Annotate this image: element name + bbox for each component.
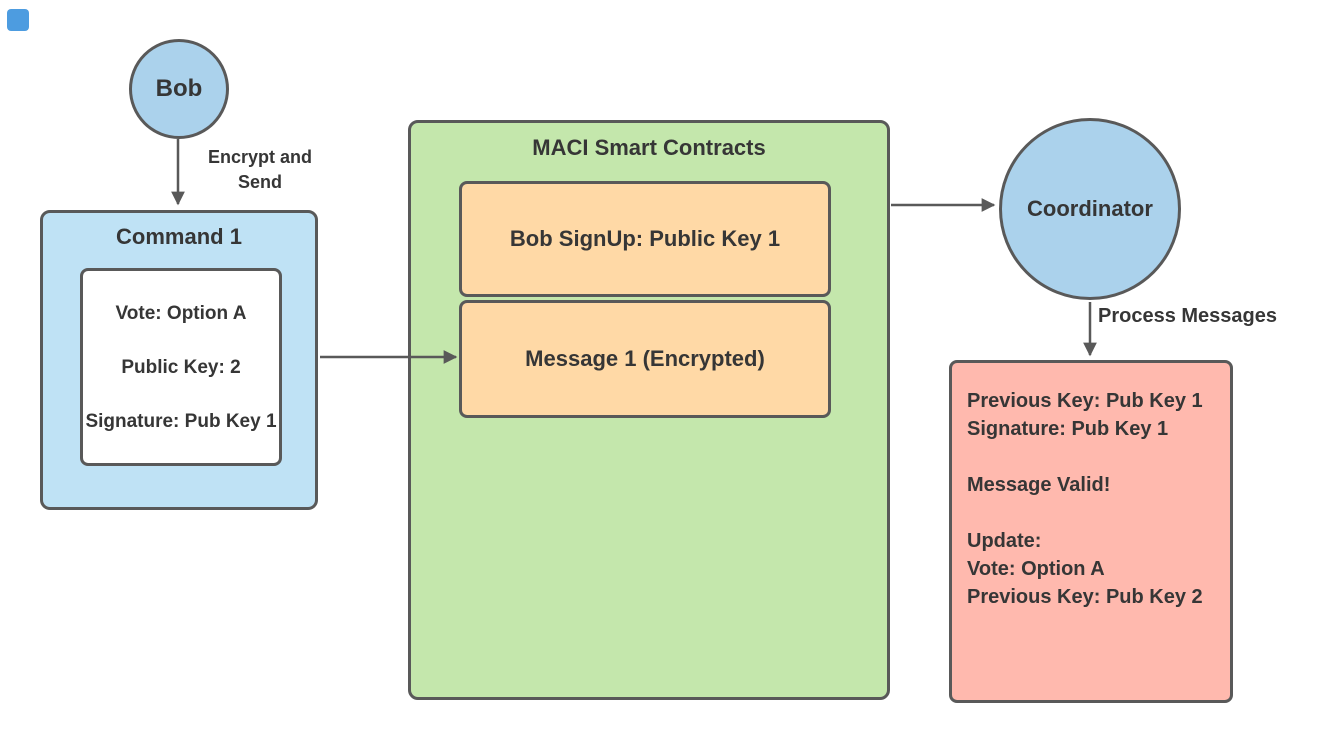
corner-marker-square bbox=[7, 9, 29, 31]
maci-title: MACI Smart Contracts bbox=[532, 135, 766, 160]
signup-entry-text: Bob SignUp: Public Key 1 bbox=[509, 226, 781, 251]
bob-label: Bob bbox=[155, 75, 203, 102]
edge-label-process-messages: Process Messages bbox=[1098, 305, 1278, 327]
maci-message-entry: Message 1 (Encrypted) bbox=[459, 300, 831, 418]
command-payload-text: Vote: Option A Public Key: 2 Signature: … bbox=[85, 302, 277, 432]
coordinator-label: Coordinator bbox=[1027, 196, 1153, 221]
processing-result-text: Previous Key: Pub Key 1 Signature: Pub K… bbox=[967, 390, 1203, 608]
edge-label-encrypt-and-send: Encrypt and Send bbox=[207, 147, 313, 192]
command-payload-box: Vote: Option A Public Key: 2 Signature: … bbox=[80, 268, 282, 466]
message-entry-text: Message 1 (Encrypted) bbox=[525, 346, 765, 371]
command-title: Command 1 bbox=[116, 224, 242, 249]
maci-signup-entry: Bob SignUp: Public Key 1 bbox=[459, 181, 831, 297]
node-coordinator: Coordinator bbox=[999, 118, 1181, 300]
node-processing-result: Previous Key: Pub Key 1 Signature: Pub K… bbox=[949, 360, 1233, 703]
node-bob: Bob bbox=[129, 39, 229, 139]
